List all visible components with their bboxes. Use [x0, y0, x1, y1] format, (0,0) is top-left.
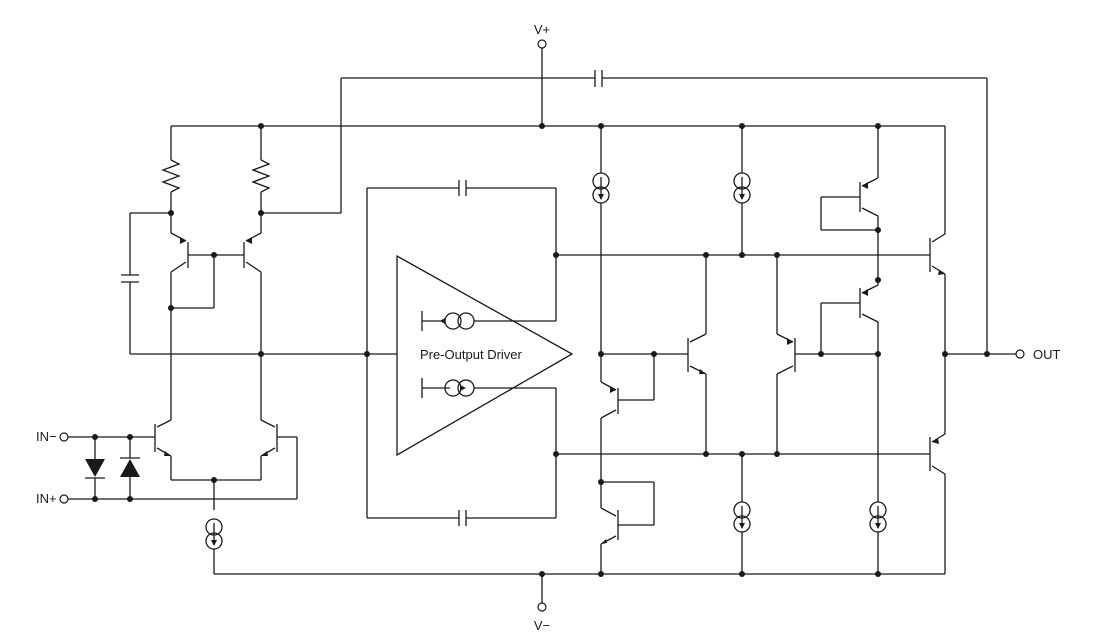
vminus-terminal: V− [534, 602, 550, 633]
driver-transistor-pnp [774, 252, 821, 457]
bias-current-source-3 [733, 454, 751, 574]
load-resistor-right [251, 126, 341, 216]
vplus-pin [537, 39, 547, 49]
in-plus-pin [59, 494, 69, 504]
driver-current-source-top [421, 311, 492, 331]
clamp-diode-down [85, 437, 105, 499]
output-transistor-lower [929, 354, 946, 574]
vminus-label: V− [534, 618, 550, 633]
vminus-pin [537, 602, 547, 612]
in-plus-terminal: IN+ [36, 436, 298, 506]
bias-current-source-2 [733, 126, 751, 255]
out-label: OUT [1033, 347, 1061, 362]
input-transistor-left [154, 419, 172, 480]
bias-current-source-4 [869, 354, 887, 574]
bias-transistor-middle [820, 284, 879, 354]
driver-current-source-bottom [421, 378, 556, 398]
mirror-transistor-left [170, 213, 214, 308]
out-pin [1015, 349, 1025, 359]
input-transistor-right [260, 419, 278, 480]
out-terminal: OUT [945, 347, 1061, 362]
level-shift-transistor-upper [600, 354, 655, 482]
tail-current-source [205, 518, 223, 574]
driver-label: Pre-Output Driver [420, 347, 523, 362]
bias-transistor-upper [820, 126, 879, 231]
bias-current-source-1 [592, 126, 610, 354]
in-plus-label: IN+ [36, 491, 57, 506]
vplus-label: V+ [534, 22, 550, 37]
load-resistor-left [161, 126, 181, 216]
vplus-terminal: V+ [534, 22, 550, 49]
supply-rails [171, 48, 945, 603]
compensation-capacitor-top [340, 70, 988, 354]
clamp-diode-up [120, 437, 140, 499]
input-compensation-capacitor [121, 212, 261, 355]
level-shift-transistor-lower [600, 481, 655, 574]
in-minus-label: IN− [36, 429, 57, 444]
pre-output-driver: Pre-Output Driver [364, 254, 574, 457]
in-minus-pin [59, 432, 69, 442]
output-transistor-upper [929, 126, 946, 354]
driver-transistor-npn [687, 252, 709, 457]
mirror-transistor-right [168, 213, 262, 354]
in-minus-terminal: IN− [36, 429, 155, 444]
